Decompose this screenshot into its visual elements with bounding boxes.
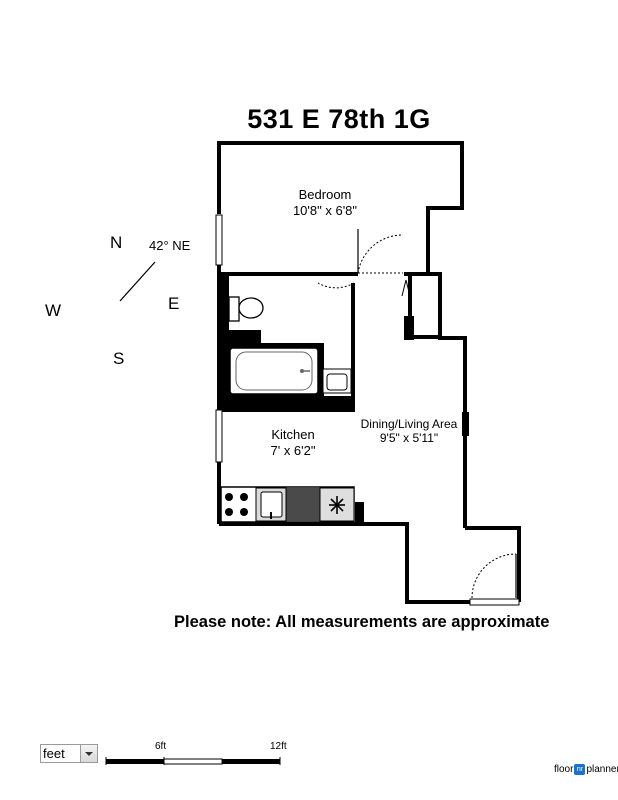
window-kitchen [215,409,223,463]
chevron-down-icon[interactable] [80,745,97,762]
doors [317,229,517,599]
measurement-note: Please note: All measurements are approx… [174,613,550,631]
kitchen-sink [255,487,287,522]
wall-bedroom [217,141,464,274]
room-dims-bedroom: 10'8" x 6'8" [293,203,357,218]
wall-bottom [219,522,470,604]
floorplanner-logo: floor nr planner [554,764,618,775]
logo-text-right: planner [586,764,618,775]
unit-select[interactable]: feet [40,744,98,763]
door-closet [401,279,411,297]
wall-right [407,272,467,528]
room-label-dining: Dining/Living Area [361,417,458,431]
compass-needle [119,261,156,302]
counter-end [355,502,364,524]
bath-sink [322,368,352,394]
scale-bar [105,757,281,765]
window-bedroom [215,214,223,266]
window-entry [469,598,520,606]
unit-select-value: feet [43,746,65,761]
kitchen-counter [220,486,355,523]
bath-block-top [229,330,261,346]
door-entry [471,553,517,599]
compass-south: S [113,349,125,368]
logo-mark-icon: nr [574,764,586,775]
door-bath [317,282,355,289]
counter-mid [286,488,320,521]
wall-dining-right [465,526,521,545]
bathtub [229,347,319,395]
stove [225,493,248,516]
scale-label-12ft: 12ft [270,741,287,752]
closet-post [404,316,414,340]
door-bedroom [357,234,404,274]
scale-label-6ft: 6ft [155,741,167,752]
room-dims-kitchen: 7' x 6'2" [271,443,316,458]
windows [215,214,520,606]
logo-text-left: floor [554,764,574,775]
compass-north: N [110,233,123,252]
toilet [228,296,264,322]
room-label-bedroom: Bedroom [299,187,352,202]
dining-pier [462,412,469,436]
compass-west: W [45,301,62,320]
compass-orientation: 42° NE [149,238,191,253]
room-dims-dining: 9'5" x 5'11" [380,431,438,445]
kitchen-sill [217,318,222,328]
room-label-kitchen: Kitchen [271,427,314,442]
fridge [319,487,355,522]
compass-east: E [168,294,180,313]
plan-title: 531 E 78th 1G [247,104,431,134]
